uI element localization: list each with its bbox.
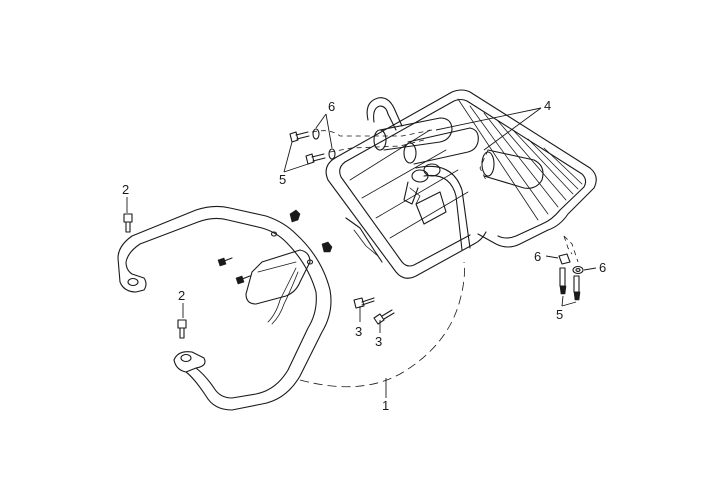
bracket-bolts [217, 257, 251, 285]
callout-labels: 1 2 2 3 3 4 5 5 6 6 6 [122, 98, 606, 413]
bolt-2-mid [177, 319, 187, 339]
callout-part-2-mid: 2 [178, 288, 185, 303]
callout-part-3-a: 3 [355, 324, 362, 339]
bolt-5-right-b [572, 265, 584, 301]
callout-part-6-left: 6 [328, 99, 335, 114]
callout-part-6-right-b: 6 [599, 260, 606, 275]
bolt-5-left-upper [289, 128, 320, 143]
callout-part-4: 4 [544, 98, 551, 113]
bolt-5-right-a [558, 253, 571, 295]
leader-lines [126, 107, 597, 398]
bolt-3-b [373, 309, 395, 325]
callout-part-6-right-a: 6 [534, 249, 541, 264]
callout-part-5-right: 5 [556, 307, 563, 322]
assembly-guides [299, 129, 579, 388]
callout-part-3-b: 3 [375, 334, 382, 349]
bolt-3-a [353, 297, 375, 309]
rear-rack [325, 89, 597, 279]
front-guard-frame [117, 205, 333, 411]
callout-part-5-left: 5 [279, 172, 286, 187]
callout-part-2-left: 2 [122, 182, 129, 197]
bolt-2-left [123, 213, 133, 233]
callout-part-1: 1 [382, 398, 389, 413]
